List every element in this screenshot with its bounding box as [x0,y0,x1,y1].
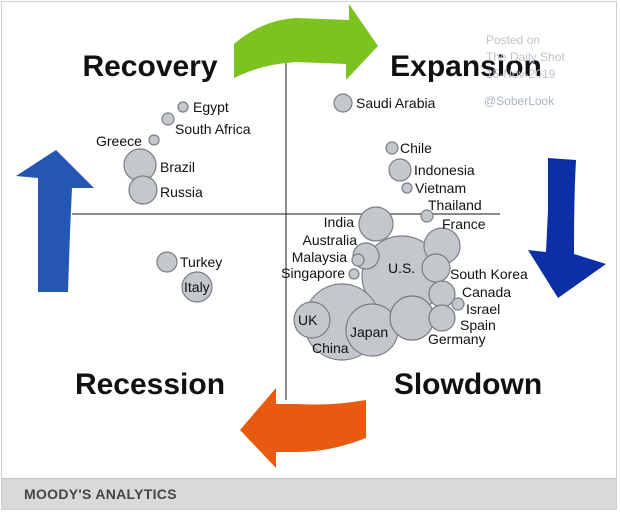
label-turkey: Turkey [180,254,222,270]
bubble-russia [128,175,158,205]
label-us: U.S. [388,260,415,276]
watermark: Posted on The Daily Shot 15-Nov-2019 [486,34,565,80]
bubble-canada [428,280,456,308]
footer-bar: MOODY'S ANALYTICS [2,478,616,509]
footer-brand: MOODY'S ANALYTICS [24,486,177,502]
label-france: France [442,216,486,232]
watermark-date: 15-Nov-2019 [486,67,556,81]
label-vietnam: Vietnam [415,180,466,196]
label-singapore: Singapore [281,265,345,281]
bubble-south-korea [421,253,451,283]
bubble-thailand [420,209,434,223]
bubble-egypt [177,101,189,113]
label-greece: Greece [96,133,142,149]
label-brazil: Brazil [160,159,195,175]
label-japan: Japan [350,324,388,340]
label-uk: UK [298,312,318,328]
watermark-source: The Daily Shot [486,50,565,64]
arrow-right-green-icon [234,4,378,80]
bubble-uk [293,301,331,339]
label-germany: Germany [428,331,486,347]
arrow-left-orange-icon [240,388,366,468]
country-bubbles [123,93,465,361]
label-australia: Australia [303,232,358,248]
bubble-india [358,206,394,242]
business-cycle-diagram: Recovery Expansion Slowdown Recession [16,4,606,468]
label-malaysia: Malaysia [292,249,347,265]
phase-slowdown: Slowdown [394,368,542,401]
bubble-malaysia [351,253,365,267]
bubble-greece [148,134,160,146]
label-saudi-arabia: Saudi Arabia [356,95,436,111]
watermark-posted: Posted on [486,33,541,47]
bubble-south-africa [161,112,175,126]
country-labels: Egypt South Africa Greece Brazil Russia … [96,95,528,356]
bubble-turkey [156,251,178,273]
label-south-korea: South Korea [450,266,528,282]
bubble-saudi-arabia [333,93,353,113]
label-chile: Chile [400,140,432,156]
bubble-israel [451,297,465,311]
label-china: China [312,340,349,356]
watermark-handle: @SoberLook [484,94,555,108]
label-indonesia: Indonesia [414,162,475,178]
label-canada: Canada [462,284,511,300]
bubble-singapore [348,268,360,280]
arrow-up-blue-icon [16,150,94,292]
label-egypt: Egypt [193,99,229,115]
bubble-chile [385,141,399,155]
bubble-vietnam [401,182,413,194]
bubble-indonesia [388,158,412,182]
label-russia: Russia [160,184,203,200]
bubble-italy [181,271,213,303]
arrow-down-navy-icon [528,158,606,298]
bubble-spain [428,304,456,332]
label-israel: Israel [466,301,500,317]
phase-recession: Recession [75,368,225,401]
phase-recovery: Recovery [82,50,217,83]
label-thailand: Thailand [428,197,482,213]
label-south-africa: South Africa [175,121,251,137]
phase-expansion: Expansion [390,50,542,83]
label-india: India [324,214,355,230]
label-spain: Spain [460,317,496,333]
label-italy: Italy [184,279,210,295]
